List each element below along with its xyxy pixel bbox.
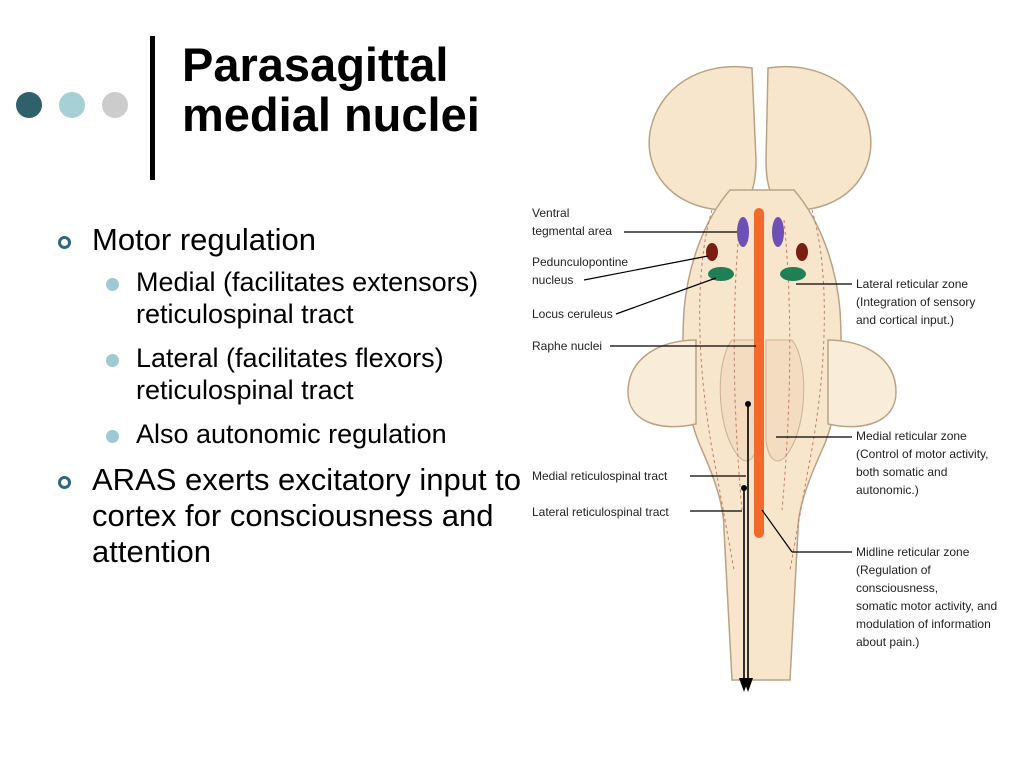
zone-outline-inner-left <box>733 219 743 511</box>
label-medial-zone-1: Medial reticular zone <box>856 429 967 443</box>
ppn-nucleus-left <box>706 243 718 261</box>
sub-bullet-text: Lateral (facilitates flexors) reticulosp… <box>136 343 444 405</box>
locus-ceruleus-left <box>708 267 734 281</box>
label-raphe-nuclei: Raphe nuclei <box>532 339 602 353</box>
sub-bullet-text: Medial (facilitates extensors) reticulos… <box>136 267 479 329</box>
dot-dark <box>16 92 42 118</box>
label-ppn-2: nucleus <box>532 273 573 287</box>
vta-nucleus-left <box>737 217 749 247</box>
tract-origin-dot <box>741 485 747 491</box>
label-lateral-zone-3: and cortical input.) <box>856 313 954 327</box>
brainstem-diagram: Ventral tegmental area Pedunculopontine … <box>532 66 997 692</box>
zone-outline-inner-right <box>781 219 791 511</box>
ppn-nucleus-right <box>796 243 808 261</box>
dot-gray <box>102 92 128 118</box>
brainstem-illustration <box>627 66 897 692</box>
label-vta-1: Ventral <box>532 206 569 220</box>
sub-bullet-list: Medial (facilitates extensors) reticulos… <box>92 266 534 450</box>
decorative-dots <box>16 92 128 118</box>
ring-bullet-icon <box>58 476 71 489</box>
left-labels: Ventral tegmental area Pedunculopontine … <box>532 206 669 519</box>
bullet-text: Motor regulation <box>92 222 317 257</box>
bullet-motor-regulation: Motor regulation Medial (facilitates ext… <box>54 222 534 450</box>
title-divider <box>150 36 155 180</box>
label-midline-zone-5: modulation of information <box>856 617 991 631</box>
label-midline-zone-6: about pain.) <box>856 635 919 649</box>
dot-bullet-icon <box>106 430 119 443</box>
locus-ceruleus-right <box>780 267 806 281</box>
label-lateral-zone-1: Lateral reticular zone <box>856 277 968 291</box>
dot-light-teal <box>59 92 85 118</box>
leader-lines <box>583 231 852 553</box>
ring-bullet-icon <box>58 236 71 249</box>
vta-nucleus-right <box>772 217 784 247</box>
label-medial-zone-3: both somatic and <box>856 465 947 479</box>
title-line-2: medial nuclei <box>182 88 480 141</box>
right-pons-bulge <box>827 339 897 428</box>
bullet-list: Motor regulation Medial (facilitates ext… <box>54 222 534 580</box>
label-ppn-1: Pedunculopontine <box>532 255 628 269</box>
sub-bullet-medial: Medial (facilitates extensors) reticulos… <box>92 266 534 330</box>
sub-bullet-autonomic: Also autonomic regulation <box>92 418 534 450</box>
label-lateral-zone-2: (Integration of sensory <box>856 295 975 309</box>
tract-arrowhead <box>743 678 753 692</box>
title-line-1: Parasagittal <box>182 38 449 91</box>
label-vta-2: tegmental area <box>532 224 612 238</box>
dot-bullet-icon <box>106 278 119 291</box>
label-medial-reticulospinal-tract: Medial reticulospinal tract <box>532 469 668 483</box>
label-midline-zone-2: (Regulation of <box>856 563 931 577</box>
right-labels: Lateral reticular zone (Integration of s… <box>856 277 997 649</box>
bullet-aras: ARAS exerts excitatory input to cortex f… <box>54 462 534 570</box>
midline-raphe <box>754 208 764 538</box>
label-midline-zone-1: Midline reticular zone <box>856 545 970 559</box>
left-upper-lobe <box>648 66 757 211</box>
right-upper-lobe <box>765 66 872 211</box>
bullet-text: ARAS exerts excitatory input to cortex f… <box>92 462 522 569</box>
inner-lobe-right <box>765 339 805 462</box>
label-midline-zone-4: somatic motor activity, and <box>856 599 997 613</box>
tract-origin-dot <box>745 401 751 407</box>
label-midline-zone-3: consciousness, <box>856 581 938 595</box>
sub-bullet-text: Also autonomic regulation <box>136 419 447 449</box>
label-locus-ceruleus: Locus ceruleus <box>532 307 613 321</box>
left-pons-bulge <box>627 339 697 428</box>
slide-title: Parasagittal medial nuclei <box>182 40 480 140</box>
dot-bullet-icon <box>106 354 119 367</box>
label-medial-zone-2: (Control of motor activity, <box>856 447 988 461</box>
label-medial-zone-4: autonomic.) <box>856 483 919 497</box>
label-lateral-reticulospinal-tract: Lateral reticulospinal tract <box>532 505 669 519</box>
sub-bullet-lateral: Lateral (facilitates flexors) reticulosp… <box>92 342 534 406</box>
